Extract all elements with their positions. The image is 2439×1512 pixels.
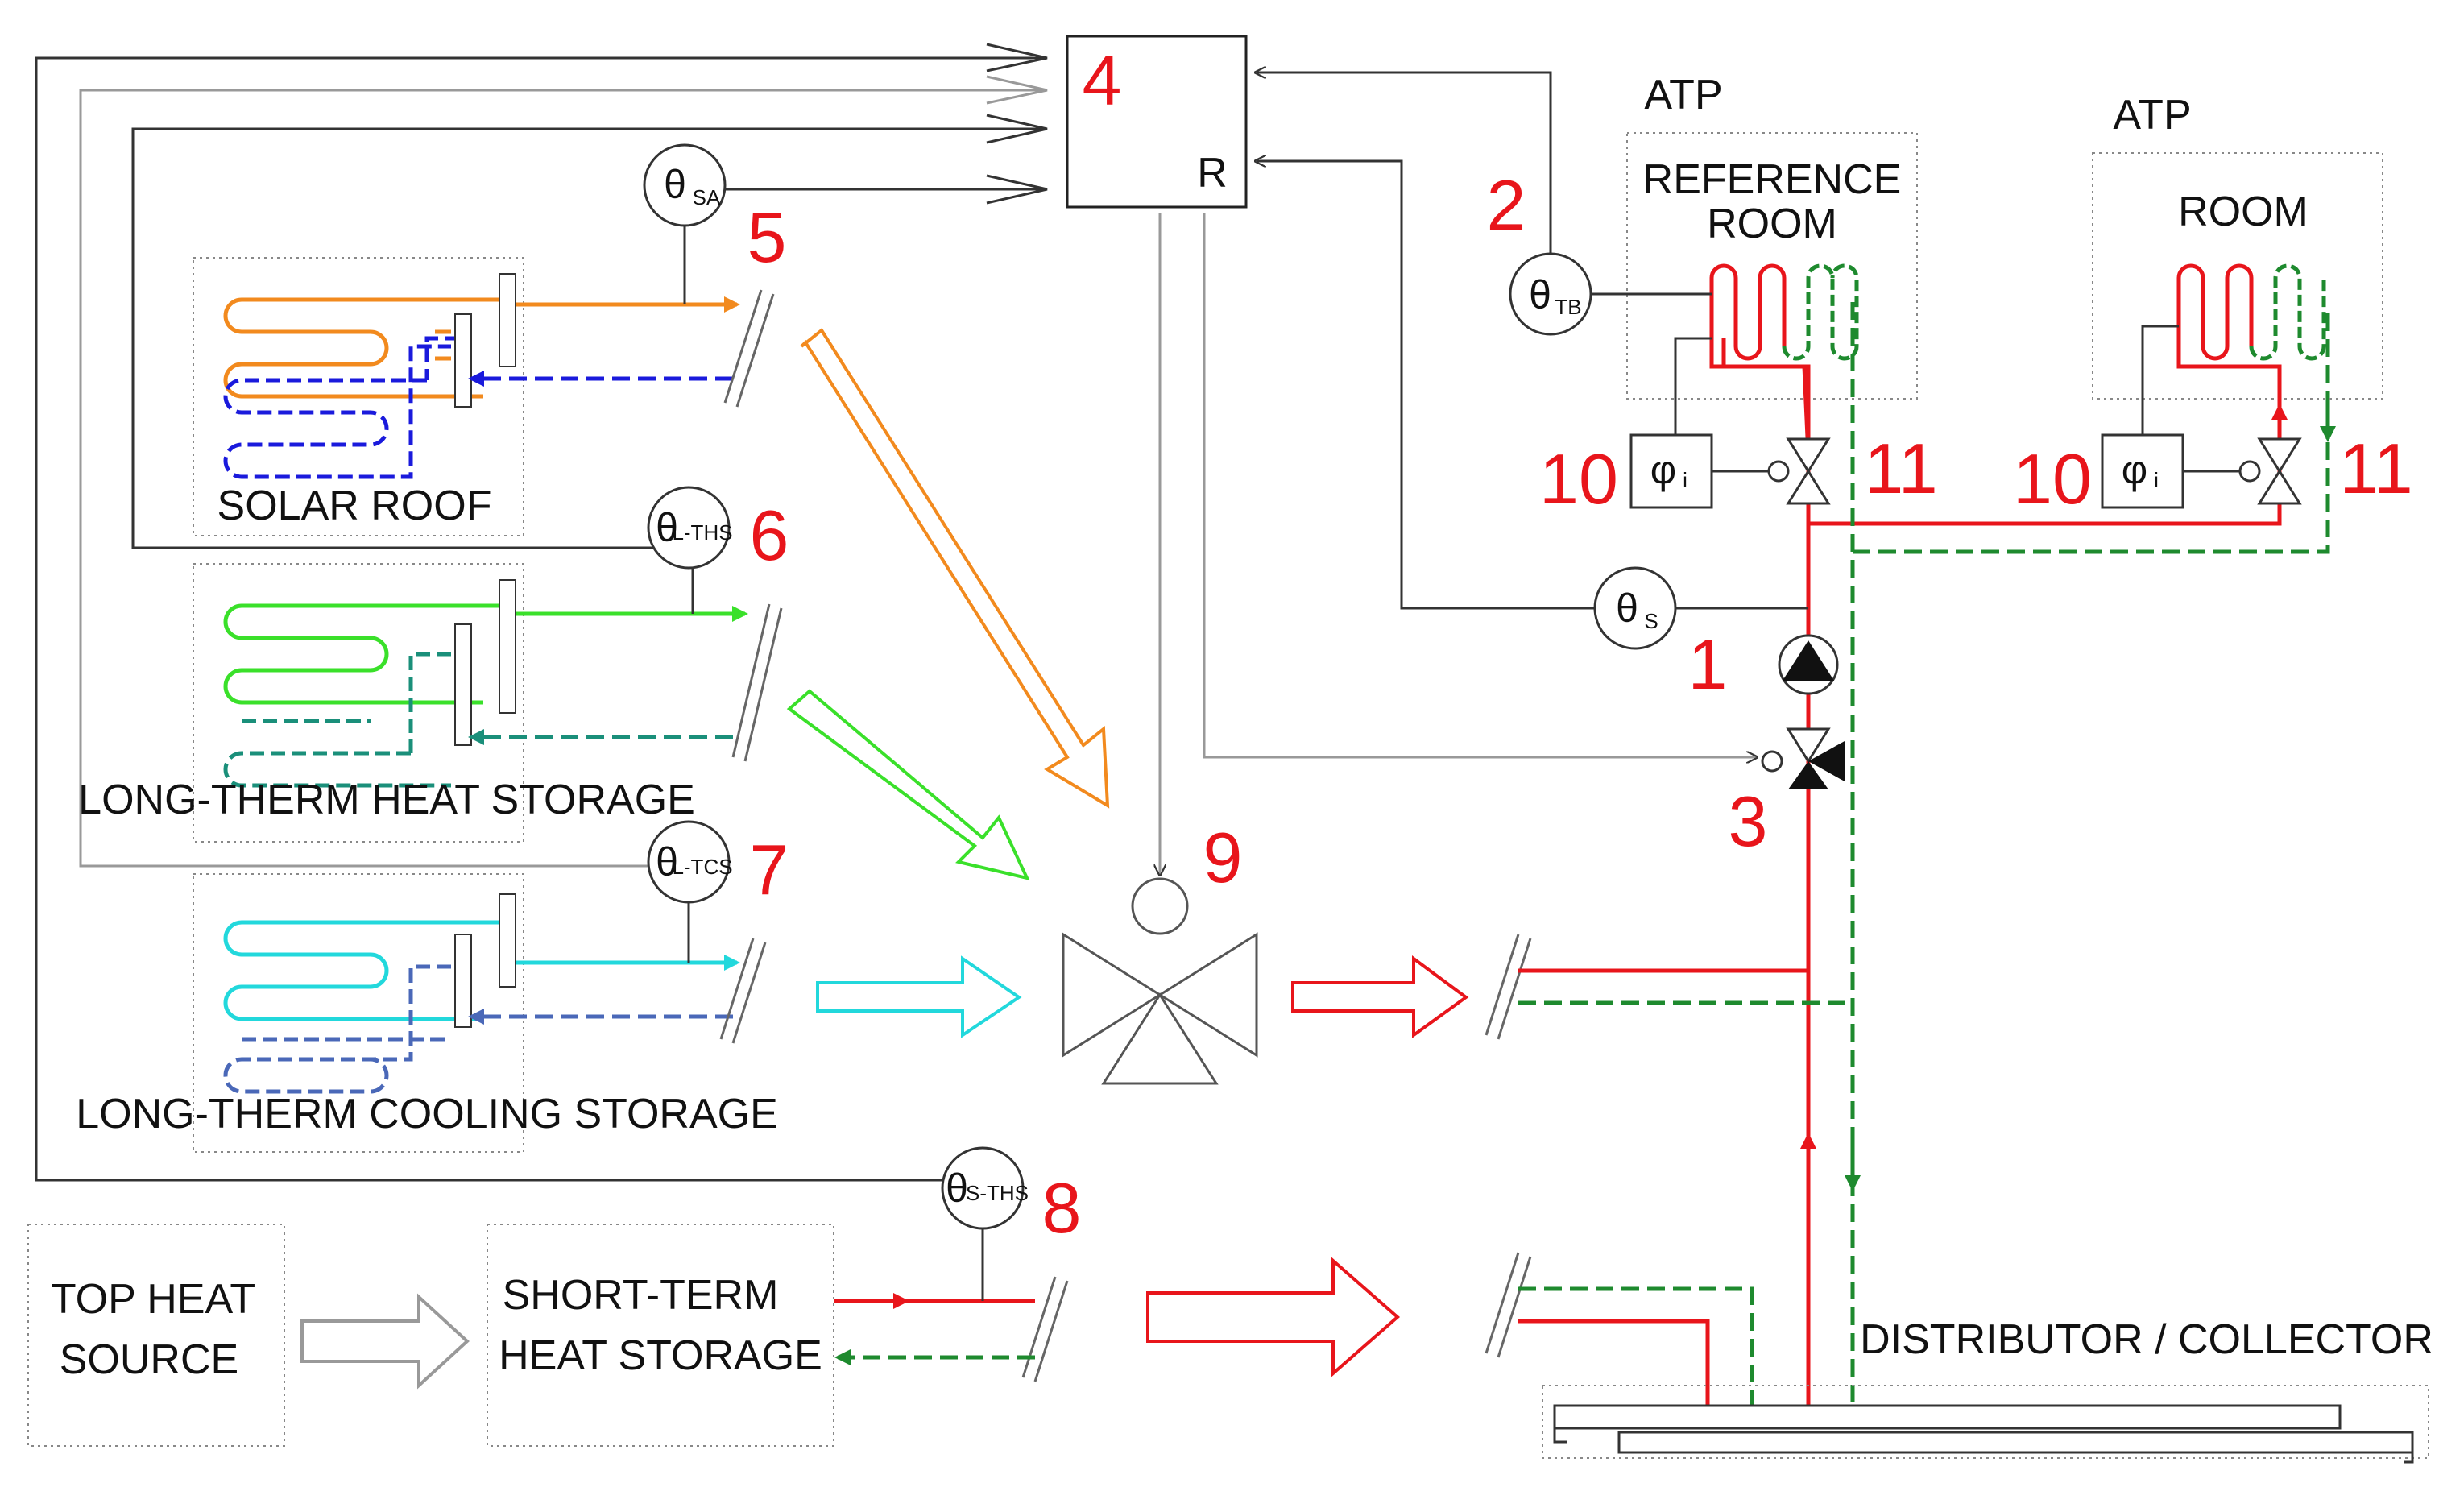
room-box xyxy=(2092,152,2383,400)
distributor-bar xyxy=(1553,1404,2342,1430)
reference-room-label-1: REFERENCE xyxy=(1643,156,1902,203)
number-7: 7 xyxy=(750,830,789,909)
number-4: 4 xyxy=(1083,40,1122,120)
sensor-theta-ltcs: θ L-TCS xyxy=(647,820,733,904)
top-heat-source-label-1: TOP HEAT xyxy=(51,1276,255,1323)
long-cooling-storage-unit: LONG-THERM COOLING STORAGE xyxy=(76,873,778,1153)
number-1: 1 xyxy=(1688,624,1728,704)
svg-text:φ: φ xyxy=(2122,447,2147,492)
sensor-theta-sa: θ SA xyxy=(643,143,727,227)
svg-text:θ: θ xyxy=(1529,272,1551,317)
long-heat-storage-label: LONG-THERM HEAT STORAGE xyxy=(78,777,695,823)
pipe-break-marks xyxy=(719,289,1532,1382)
atp-label-2: ATP xyxy=(2113,92,2191,139)
long-cooling-storage-label: LONG-THERM COOLING STORAGE xyxy=(76,1091,778,1137)
collector-bar xyxy=(1617,1431,2414,1454)
controller-label: R xyxy=(1197,150,1228,197)
svg-text:θ: θ xyxy=(946,1166,968,1211)
svg-text:L-TCS: L-TCS xyxy=(672,855,732,879)
number-9: 9 xyxy=(1203,818,1243,897)
top-heat-source-box xyxy=(27,1224,285,1447)
solar-roof-unit: SOLAR ROOF xyxy=(193,226,740,536)
number-3: 3 xyxy=(1729,781,1768,861)
number-10-a: 10 xyxy=(1539,439,1618,519)
svg-text:θ: θ xyxy=(664,162,686,207)
svg-text:L-THS: L-THS xyxy=(672,520,732,545)
short-heat-storage-label-1: SHORT-TERM xyxy=(503,1272,779,1319)
mixing-valve-9 xyxy=(1062,877,1258,1085)
atp-label-1: ATP xyxy=(1644,72,1722,118)
number-5: 5 xyxy=(747,197,787,277)
reference-room-label-2: ROOM xyxy=(1707,201,1837,247)
svg-text:i: i xyxy=(2154,468,2159,492)
circulation-pump xyxy=(1778,634,1839,695)
distributor-box xyxy=(1542,1385,2429,1459)
number-8: 8 xyxy=(1042,1168,1082,1248)
sensor-theta-tb: θ TB xyxy=(1509,252,1592,336)
sensor-theta-s: θ S xyxy=(1593,566,1677,650)
svg-text:θ: θ xyxy=(656,505,678,550)
controller-box xyxy=(1066,35,1248,209)
number-11-a: 11 xyxy=(1864,429,1937,508)
long-heat-storage-unit: LONG-THERM HEAT STORAGE xyxy=(78,563,748,843)
svg-text:TB: TB xyxy=(1555,295,1581,319)
short-heat-storage-box xyxy=(487,1224,834,1447)
svg-text:θ: θ xyxy=(656,839,678,884)
svg-text:S: S xyxy=(1644,609,1658,633)
number-11-b: 11 xyxy=(2339,429,2412,508)
sensor-theta-lths: θ L-THS xyxy=(647,486,733,570)
three-way-valve-3 xyxy=(1761,727,1845,789)
top-heat-source-label-2: SOURCE xyxy=(60,1336,238,1383)
return-pipes xyxy=(1518,302,2330,1406)
distributor-collector-label: DISTRIBUTOR / COLLECTOR xyxy=(1860,1316,2433,1363)
room-valve-2 xyxy=(2238,437,2302,505)
humidity-sensor-1 xyxy=(1629,433,1713,509)
solar-roof-label: SOLAR ROOF xyxy=(217,483,492,529)
flow-arrows xyxy=(300,328,1469,1390)
svg-text:i: i xyxy=(1683,468,1687,492)
number-2: 2 xyxy=(1487,165,1526,245)
room-label: ROOM xyxy=(2178,188,2309,235)
svg-text:S-THS: S-THS xyxy=(966,1181,1029,1205)
control-wires xyxy=(35,43,1756,1182)
room-valve-1 xyxy=(1767,437,1831,505)
sensor-theta-sths: θ S-THS xyxy=(941,1146,1029,1230)
short-heat-storage-label-2: HEAT STORAGE xyxy=(499,1332,822,1379)
number-6: 6 xyxy=(750,495,789,575)
number-10-b: 10 xyxy=(2013,439,2092,519)
svg-text:SA: SA xyxy=(693,185,721,209)
svg-text:θ: θ xyxy=(1616,586,1638,631)
svg-text:φ: φ xyxy=(1650,447,1676,492)
